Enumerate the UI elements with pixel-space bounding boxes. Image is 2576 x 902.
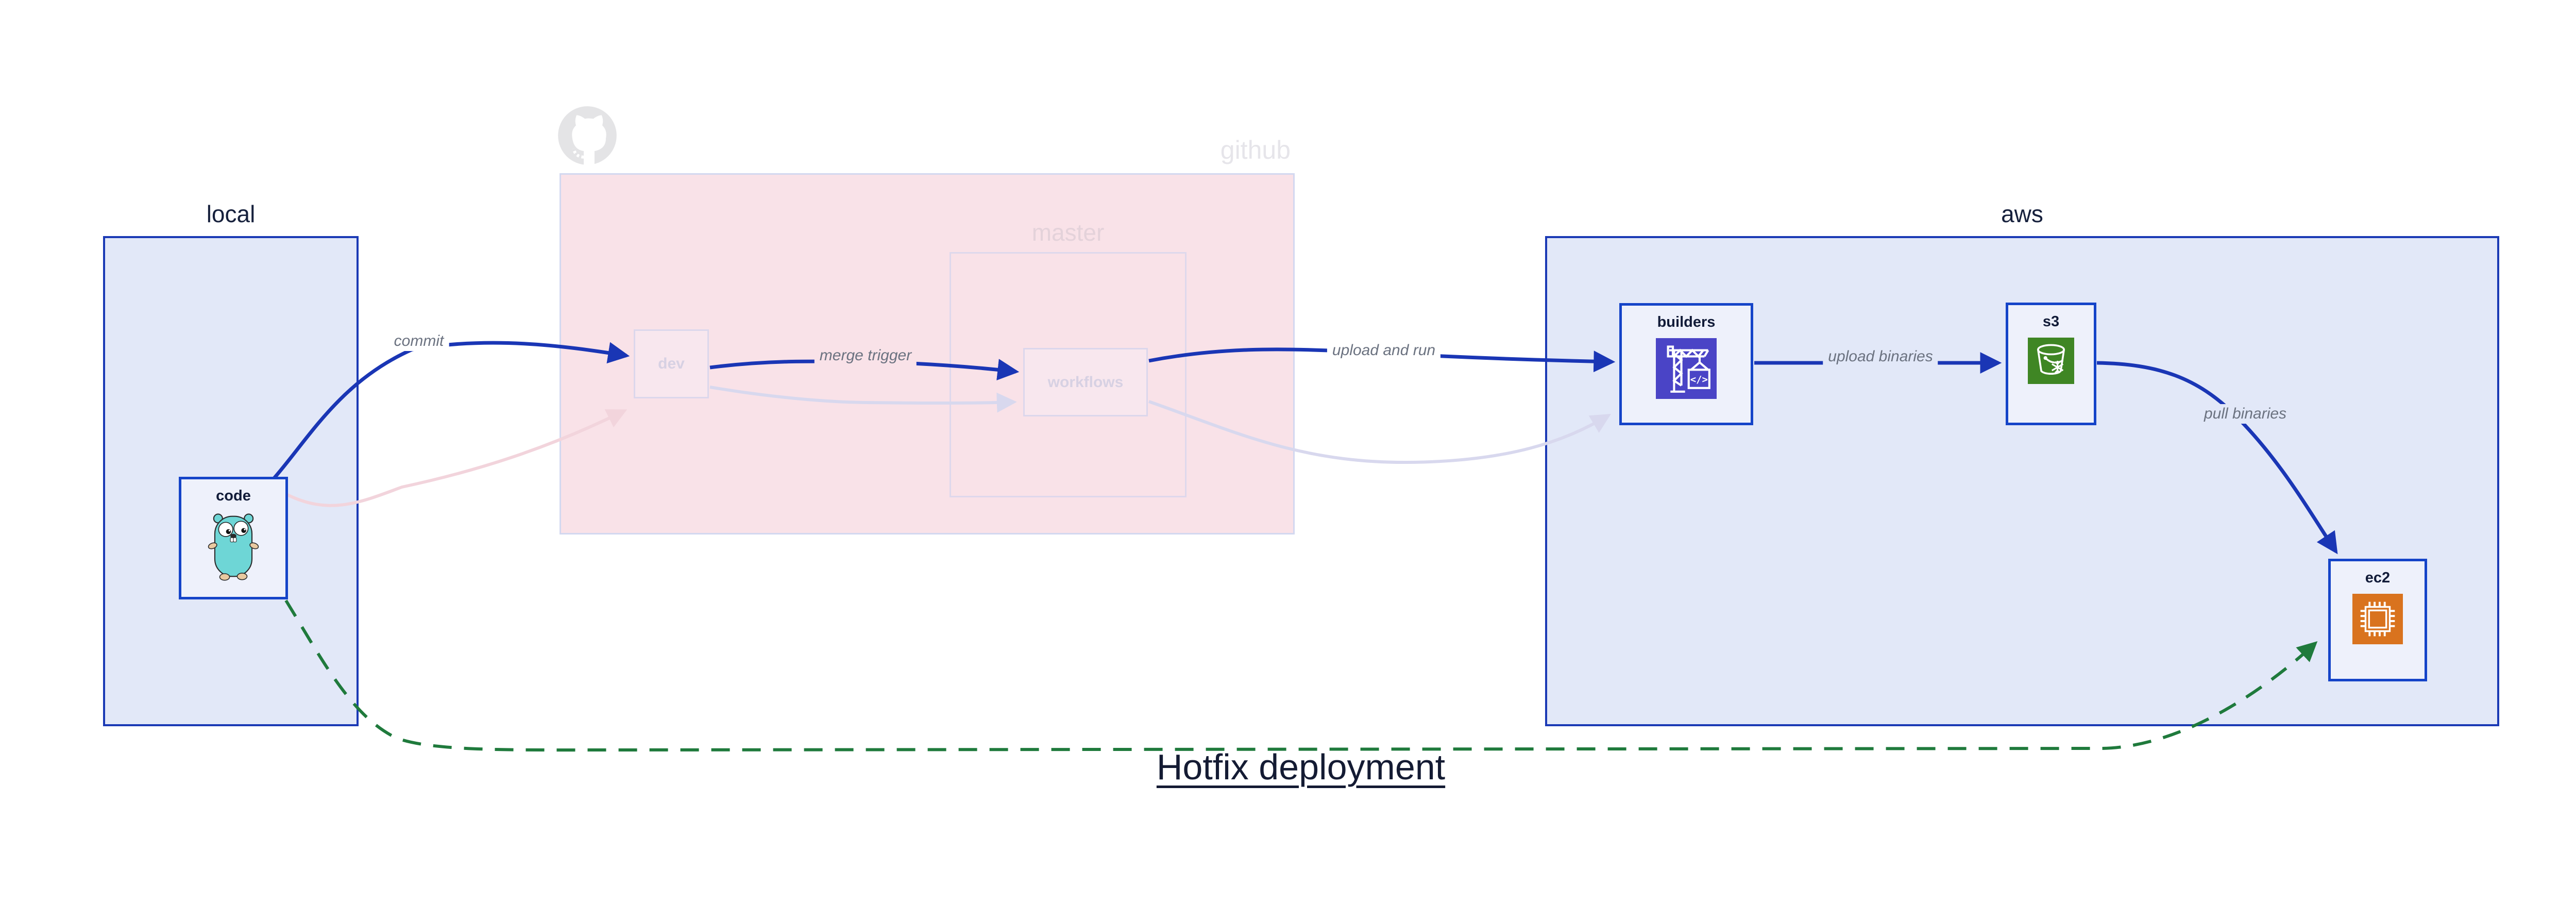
node-dev: dev bbox=[634, 329, 709, 398]
node-workflows-label: workflows bbox=[1047, 373, 1124, 391]
cpu-chip-icon bbox=[2352, 594, 2403, 644]
node-code-label: code bbox=[216, 488, 251, 504]
node-s3: s3 bbox=[2006, 303, 2096, 425]
edge-label-upload-and-run: upload and run bbox=[1327, 341, 1441, 360]
region-master bbox=[950, 252, 1187, 497]
region-label-aws: aws bbox=[2001, 201, 2043, 227]
github-octocat-icon bbox=[557, 106, 617, 165]
edge-label-merge-trigger: merge trigger bbox=[814, 346, 917, 365]
node-code: code bbox=[179, 477, 288, 599]
s3-bucket-snowflake-icon bbox=[2028, 338, 2074, 384]
node-workflows: workflows bbox=[1023, 348, 1148, 416]
edge-label-commit: commit bbox=[388, 331, 449, 351]
edge-label-pull-binaries: pull binaries bbox=[2198, 404, 2292, 424]
region-label-github: github bbox=[1220, 136, 1291, 164]
node-s3-label: s3 bbox=[2042, 313, 2060, 330]
codebuild-code-glyph: </> bbox=[1690, 374, 1708, 386]
diagram-title: Hotfix deployment bbox=[1156, 747, 1446, 787]
node-builders: builders </> bbox=[1619, 303, 1753, 425]
edge-label-upload-binaries: upload binaries bbox=[1823, 347, 1938, 366]
codebuild-crane-icon: </> bbox=[1656, 338, 1717, 399]
node-builders-label: builders bbox=[1657, 314, 1716, 330]
node-ec2-label: ec2 bbox=[2365, 570, 2391, 586]
go-gopher-icon bbox=[206, 512, 261, 581]
node-ec2: ec2 bbox=[2328, 559, 2427, 681]
region-label-master: master bbox=[1031, 219, 1105, 246]
region-label-local: local bbox=[206, 201, 256, 227]
node-dev-label: dev bbox=[658, 355, 685, 372]
